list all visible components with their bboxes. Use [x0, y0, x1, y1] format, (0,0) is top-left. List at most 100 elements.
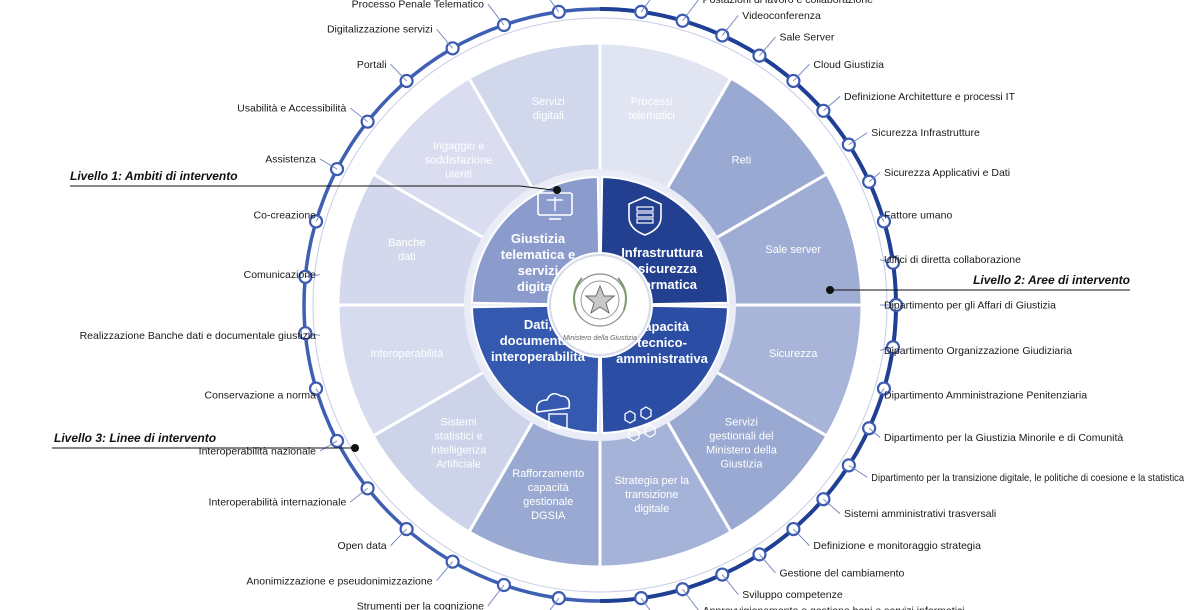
cloud-sync-icon	[535, 392, 571, 429]
line-connector	[793, 63, 810, 82]
line-connector	[721, 15, 739, 36]
line-label: Open data	[338, 540, 387, 552]
line-connector	[793, 528, 810, 547]
line-label: Sale Server	[779, 32, 834, 44]
line-label: Sicurezza Applicativi e Dati	[884, 167, 1010, 179]
line-item-videoconferenza: Videoconferenza	[715, 10, 821, 43]
level1-label: Livello 1: Ambiti di intervento	[70, 169, 238, 183]
line-label: Dipartimento per la Giustizia Minorile e…	[884, 432, 1123, 444]
shield-server-icon	[628, 196, 662, 236]
line-connector	[721, 574, 739, 595]
line-label: Uffici di diretta collaborazione	[884, 254, 1021, 266]
line-item-interoperabilita-nazionale: Interoperabilità nazionale	[199, 433, 345, 458]
level3-label: Livello 3: Linee di intervento	[54, 431, 216, 445]
line-item-dipartimento-amministrazione-penitenziaria: Dipartimento Amministrazione Penitenziar…	[876, 381, 1087, 401]
level1-dot	[553, 186, 561, 194]
line-item-open-data: Open data	[338, 521, 414, 552]
line-connector	[879, 259, 894, 264]
line-connector	[848, 132, 868, 146]
line-connector	[682, 588, 699, 610]
core-dati-documenti-e-interoperabilita	[471, 304, 601, 434]
sector-label-interoperabilita: Interoperabilità	[370, 348, 444, 360]
line-item-connettivita: Connettività	[634, 0, 651, 19]
line-connector	[879, 214, 885, 222]
line-item-usabilita-e-accessibilita: Usabilità e Accessibilità	[237, 103, 375, 129]
level2-dot	[826, 286, 834, 294]
line-label: Approvvigionamento e gestione beni e ser…	[703, 605, 965, 610]
line-connector	[549, 597, 560, 610]
line-item-approvvigionamento-e-gestione-beni-e-servizi-informatici: Approvvigionamento e gestione beni e ser…	[675, 582, 965, 610]
line-connector	[319, 440, 338, 452]
line-connector	[487, 584, 505, 607]
italian-emblem-icon	[573, 273, 627, 327]
line-label: Sviluppo competenze	[742, 589, 843, 601]
line-item-strumenti-per-la-cognizione: Strumenti per la cognizione	[357, 577, 512, 610]
line-item-sistemi-amministrativi-trasversali: Sistemi amministrativi trasversali	[816, 492, 996, 520]
line-item-dipartimento-organizzazione-giudiziaria: Dipartimento Organizzazione Giudiziaria	[879, 340, 1072, 357]
line-label: Interoperabilità internazionale	[209, 496, 347, 508]
line-connector	[487, 3, 505, 26]
emblem-caption: Ministero della Giustizia	[563, 335, 637, 342]
line-connector	[759, 554, 776, 574]
line-item-etica-nell-utilizzo-dell-ia: Etica nell'utilizzo dell'IA	[549, 591, 566, 610]
line-connector	[848, 464, 868, 478]
intervention-lines: Connettività Postazioni di lavoro e colla…	[80, 0, 1184, 610]
level3-dot	[351, 444, 359, 452]
sector-label-reti: Reti	[732, 155, 752, 167]
line-connector	[823, 498, 841, 514]
line-connector	[436, 28, 453, 49]
line-item-sicurezza-applicativi-e-dati: Sicurezza Applicativi e Dati	[862, 167, 1010, 189]
line-item-realizzazione-banche-dati-e-documentale-giustizia: Realizzazione Banche dati e documentale …	[80, 326, 321, 342]
line-connector	[315, 214, 321, 222]
line-label: Comunicazione	[244, 269, 317, 281]
emblem: Ministero della Giustizia	[549, 254, 651, 356]
line-item-co-creazione: Co-creazione	[254, 210, 324, 229]
line-label: Interoperabilità nazionale	[199, 446, 316, 458]
line-label: Portali	[357, 59, 387, 71]
line-connector	[315, 388, 321, 396]
core-infrastruttura-e-sicurezza-informatica	[599, 176, 729, 306]
molecule-icon	[624, 406, 656, 442]
line-label: Fattore umano	[884, 210, 952, 222]
line-label: Dipartimento per la transizione digitale…	[871, 472, 1184, 484]
line-label: Processo Penale Telematico	[352, 0, 484, 11]
line-item-processo-civile-telematico: Processo Civile Telematico	[549, 0, 566, 19]
line-connector	[682, 0, 699, 22]
line-item-gestione-del-cambiamento: Gestione del cambiamento	[752, 547, 905, 579]
sector-label-sicurezza: Sicurezza	[769, 348, 818, 360]
line-connector	[390, 63, 407, 82]
line-connector	[305, 274, 321, 278]
line-item-conservazione-a-norma: Conservazione a norma	[205, 381, 324, 401]
line-label: Definizione e monitoraggio strategia	[813, 540, 981, 552]
line-item-comunicazione: Comunicazione	[244, 269, 321, 284]
line-item-cloud-giustizia: Cloud Giustizia	[786, 59, 884, 89]
line-item-definizione-e-monitoraggio-strategia: Definizione e monitoraggio strategia	[786, 521, 981, 552]
core-capacita-tecnico-amministrativa	[599, 304, 729, 434]
line-connector	[305, 332, 321, 336]
line-connector	[879, 388, 885, 396]
line-item-portali: Portali	[357, 59, 414, 89]
line-connector	[759, 36, 776, 56]
line-connector	[640, 597, 651, 610]
line-label: Postazioni di lavoro e collaborazione	[703, 0, 874, 6]
line-item-dipartimento-per-la-giustizia-minorile-e-di-comunita: Dipartimento per la Giustizia Minorile e…	[862, 421, 1123, 444]
line-label: Conservazione a norma	[205, 389, 317, 401]
line-label: Dipartimento Organizzazione Giudiziaria	[884, 345, 1072, 357]
line-label: Realizzazione Banche dati e documentale …	[80, 330, 317, 342]
line-item-interoperabilita-internazionale: Interoperabilità internazionale	[209, 481, 375, 508]
line-item-sale-server: Sale Server	[752, 32, 835, 63]
level-labels: Livello 1: Ambiti di intervento Livello …	[52, 169, 1130, 452]
line-connector	[350, 487, 368, 503]
line-item-gestione-economico-finanziaria: Gestione economico-finanziaria	[634, 591, 651, 610]
core-giustizia-telematica-e-servizi-digitali	[471, 176, 601, 306]
line-label: Sistemi amministrativi trasversali	[844, 508, 996, 520]
